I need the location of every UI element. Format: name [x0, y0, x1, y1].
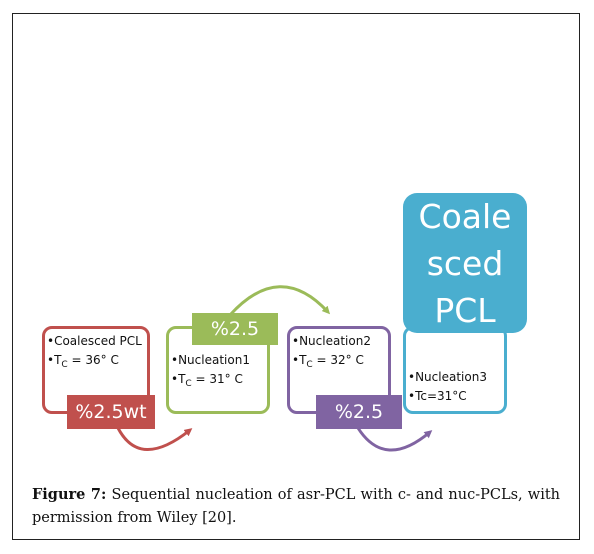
step3-bullets: •Nucleation2 •TC = 32° C	[292, 332, 371, 375]
figure-frame	[12, 13, 580, 540]
arrow-step3-to-step4	[356, 427, 433, 452]
caption-text: Sequential nucleation of asr-PCL with c-…	[32, 487, 560, 526]
step4-box	[403, 326, 507, 414]
step3-tag: %2.5	[316, 395, 402, 429]
step1-tag: %2.5wt	[67, 395, 155, 429]
step2-bullets: •Nucleation1 •TC = 31° C	[171, 351, 250, 394]
step2-tag: %2.5	[192, 313, 278, 345]
step3-bullet-tc: •TC = 32° C	[292, 353, 364, 370]
arrow-step2-to-step3	[228, 285, 331, 317]
step2-bullet-name: •Nucleation1	[171, 353, 250, 367]
step3-bullet-name: •Nucleation2	[292, 334, 371, 348]
step4-bullet-tc: •Tc=31°C	[408, 389, 467, 403]
step4-tag-line3: PCL	[434, 290, 496, 330]
step4-bullets: •Nucleation3 •Tc=31°C	[408, 368, 487, 411]
step1-bullet-name: •Coalesced PCL	[47, 334, 142, 348]
step4-tag-line1: Coale	[418, 196, 512, 236]
caption-label: Figure 7:	[32, 486, 107, 503]
step1-bullets: •Coalesced PCL •TC = 36° C	[47, 332, 142, 375]
step4-tag-line2: sced	[426, 243, 504, 283]
step2-bullet-tc: •TC = 31° C	[171, 372, 243, 389]
step1-bullet-tc: •TC = 36° C	[47, 353, 119, 370]
step4-bullet-name: •Nucleation3	[408, 370, 487, 384]
arrow-step1-to-step2	[116, 427, 193, 451]
figure-caption: Figure 7: Sequential nucleation of asr-P…	[32, 483, 560, 530]
step4-tag: Coale sced PCL	[403, 193, 527, 333]
